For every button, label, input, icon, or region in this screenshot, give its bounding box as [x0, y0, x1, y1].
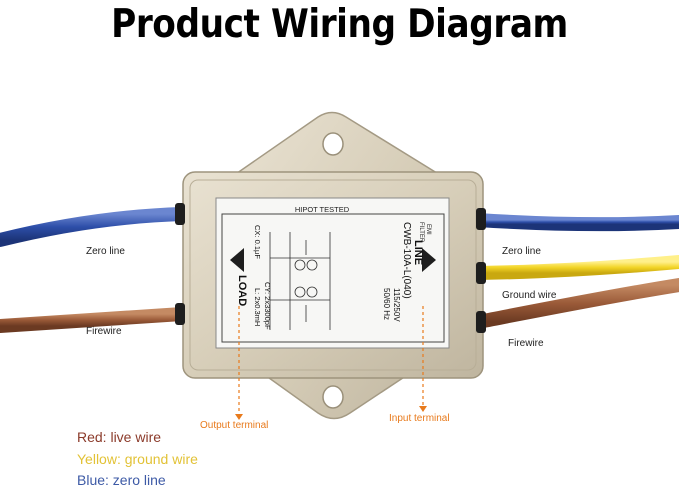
- cx-text: CX: 0.1μF: [253, 225, 262, 259]
- circuit-schematic: [269, 232, 331, 330]
- left-brown-wire: [0, 307, 189, 333]
- terminal-boss: [476, 262, 486, 284]
- label-output-terminal: Output terminal: [200, 420, 269, 431]
- terminal-boss: [175, 303, 185, 325]
- label-ground-wire-right: Ground wire: [502, 290, 557, 301]
- right-brown-wire: [471, 278, 679, 329]
- bottom-mount-hole: [322, 385, 344, 409]
- emi-text: EMI: [425, 224, 431, 235]
- line-text: LINE: [412, 240, 424, 265]
- left-blue-wire: [0, 207, 189, 247]
- output-leader-arrow-icon: [235, 414, 243, 420]
- label-firewire-right: Firewire: [508, 338, 544, 349]
- model-text: CWB-10A-L(040): [401, 222, 412, 299]
- freq-text: 50/60 Hz: [382, 288, 391, 320]
- label-plate: [215, 197, 450, 349]
- filter-text: FILTER: [418, 222, 424, 243]
- terminal-boss: [476, 208, 486, 230]
- legend-red: Red: live wire: [77, 429, 162, 445]
- label-firewire-left: Firewire: [86, 326, 122, 337]
- label-zero-line-left: Zero line: [86, 246, 125, 257]
- label-zero-line-right: Zero line: [502, 246, 541, 257]
- input-leader-arrow-icon: [419, 406, 427, 412]
- cy-text: CY: 2x3300pF: [263, 282, 272, 330]
- terminal-boss: [175, 203, 185, 225]
- rating-text: 115/250V: [392, 288, 401, 322]
- page-title: Product Wiring Diagram: [111, 2, 568, 47]
- legend-blue: Blue: zero line: [77, 472, 166, 488]
- load-arrow-icon: [230, 248, 244, 272]
- label-input-terminal: Input terminal: [389, 413, 450, 424]
- load-text: LOAD: [236, 275, 248, 306]
- l-text: L: 2x0.3mH: [253, 288, 262, 326]
- terminal-boss: [476, 311, 486, 333]
- legend-yellow: Yellow: ground wire: [77, 451, 198, 467]
- line-arrow-icon: [422, 248, 436, 272]
- top-mount-hole: [322, 132, 344, 156]
- hipot-text: HIPOT TESTED: [295, 205, 350, 214]
- right-yellow-wire: [471, 255, 679, 280]
- right-blue-wire: [471, 213, 679, 232]
